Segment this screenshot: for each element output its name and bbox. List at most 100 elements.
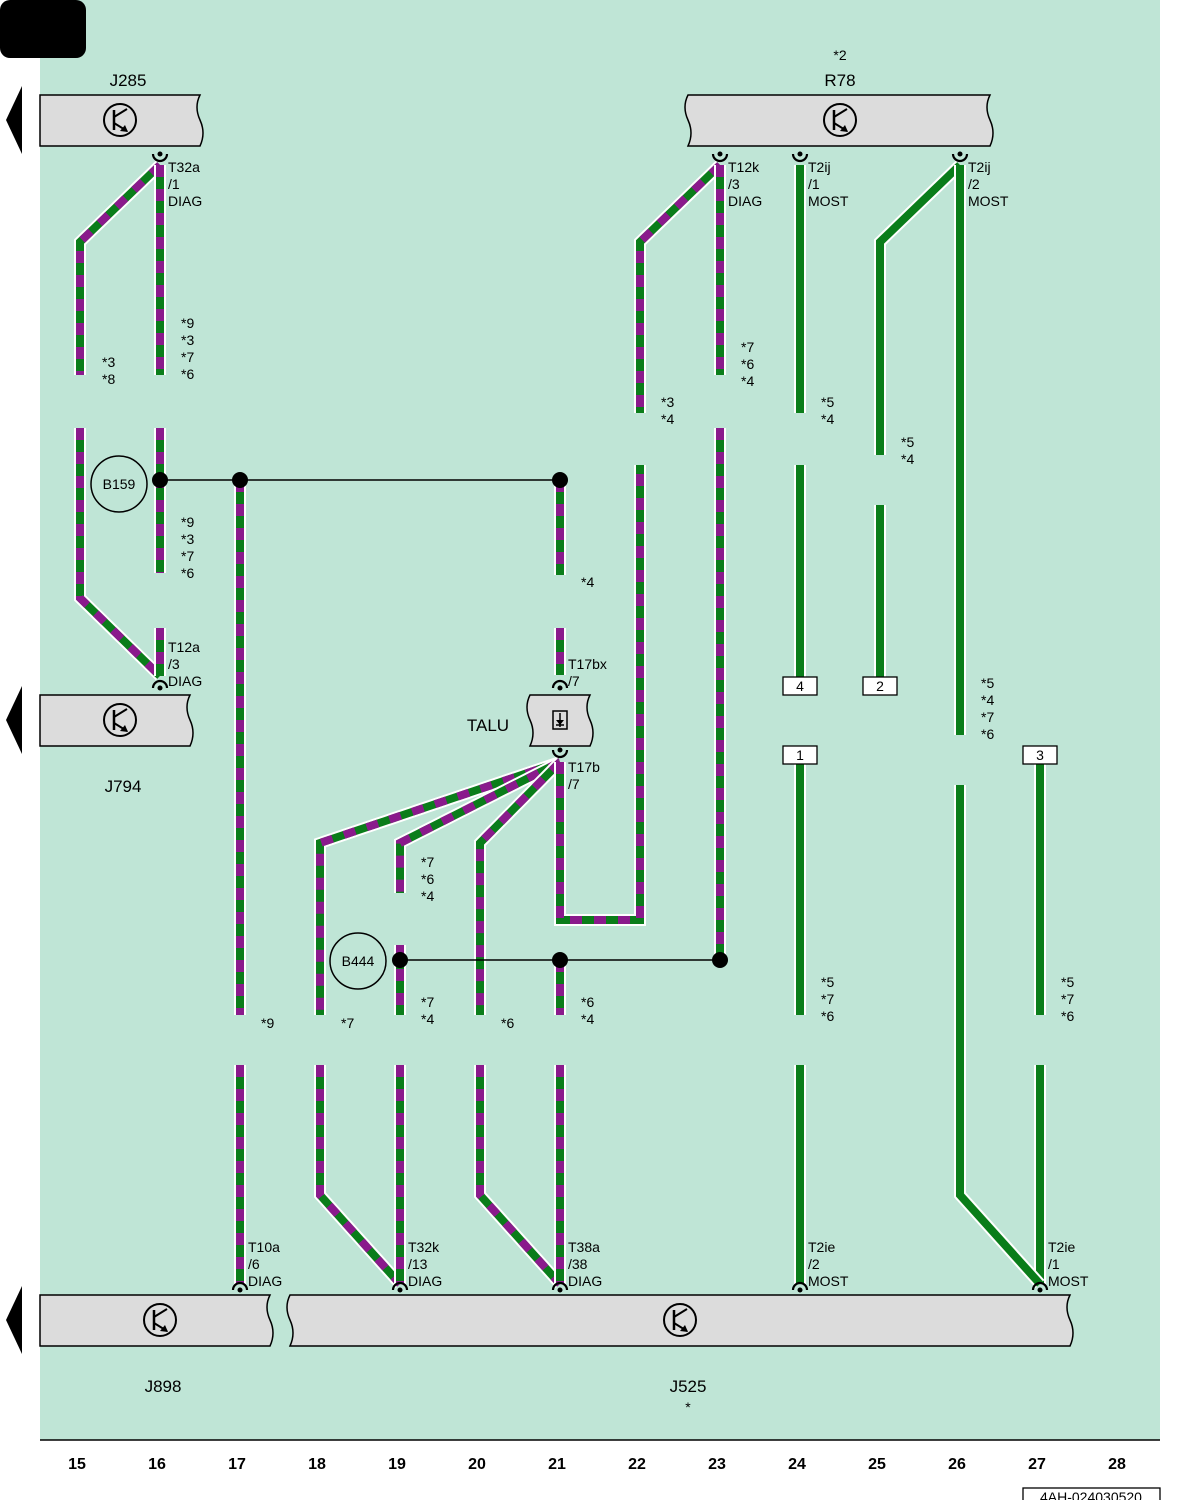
pin-box-4-label: 4	[796, 678, 804, 694]
connector-t12a: T12a /3 DIAG	[168, 639, 202, 689]
svg-text:T2ij: T2ij	[968, 159, 991, 175]
svg-text:/6: /6	[248, 1256, 260, 1272]
splice-b444: B444	[329, 932, 387, 990]
component-j525: J525 *	[286, 1294, 1074, 1415]
svg-text:/3: /3	[168, 656, 180, 672]
transistor-icon	[103, 703, 137, 737]
diagram-background	[40, 0, 1160, 1440]
variant-note-19b: *7*4	[421, 994, 434, 1027]
svg-text:/2: /2	[808, 1256, 820, 1272]
variant-note-21b: *6*4	[581, 994, 594, 1027]
splice-b159: B159	[90, 455, 148, 513]
wires-layer	[74, 160, 1046, 1289]
svg-text:*5: *5	[821, 394, 834, 410]
svg-text:DIAG: DIAG	[568, 1273, 602, 1289]
pin-box-3: 3	[1022, 745, 1058, 765]
plug-contact-icon	[391, 1281, 409, 1293]
svg-text:*3: *3	[181, 531, 194, 547]
connector-t2ij-1: T2ij /1 MOST	[808, 159, 849, 209]
variant-note-26: *5*4*7*6	[981, 675, 994, 742]
transistor-icon	[103, 103, 137, 137]
component-j794-name: J794	[105, 777, 142, 796]
svg-text:*9: *9	[181, 514, 194, 530]
svg-text:*5: *5	[901, 434, 914, 450]
pin-box-4: 4	[782, 676, 818, 696]
pin-box-2: 2	[862, 676, 898, 696]
svg-text:T17bx: T17bx	[568, 656, 607, 672]
splice-dot	[552, 952, 568, 968]
variant-note-15: *3*8	[102, 354, 115, 387]
column-number: 16	[148, 1456, 166, 1473]
svg-text:*4: *4	[821, 411, 834, 427]
component-talu-name: TALU	[467, 716, 509, 735]
variant-note-23: *7*6*4	[741, 339, 754, 389]
column-number: 26	[948, 1456, 966, 1473]
variant-note-22: *3*4	[661, 394, 674, 427]
svg-text:*7: *7	[1061, 991, 1074, 1007]
svg-text:/3: /3	[728, 176, 740, 192]
column-number: 19	[388, 1456, 406, 1473]
column-number: 21	[548, 1456, 566, 1473]
wire-18-19-bottom	[314, 1065, 405, 1289]
svg-text:*7: *7	[181, 349, 194, 365]
plug-contact-icon	[551, 679, 569, 691]
transistor-icon	[143, 1303, 177, 1337]
svg-text:*6: *6	[421, 871, 434, 887]
column-number: 24	[788, 1456, 806, 1473]
svg-text:*5: *5	[981, 675, 994, 691]
connector-t32a: T32a /1 DIAG	[168, 159, 202, 209]
column-number: 25	[868, 1456, 886, 1473]
component-r78: *2 R78	[684, 47, 994, 147]
splice-dot	[392, 952, 408, 968]
variant-note-19a: *7*6*4	[421, 854, 434, 904]
splice-dot	[552, 472, 568, 488]
svg-text:*3: *3	[102, 354, 115, 370]
plug-contact-icon	[151, 151, 169, 163]
column-number: 18	[308, 1456, 326, 1473]
variant-note-16b: *9*3*7*6	[181, 514, 194, 581]
svg-text:T2ij: T2ij	[808, 159, 831, 175]
svg-text:MOST: MOST	[1048, 1273, 1089, 1289]
column-number: 17	[228, 1456, 246, 1473]
svg-text:*4: *4	[741, 373, 754, 389]
svg-text:*7: *7	[421, 854, 434, 870]
variant-note-24b: *5*7*6	[821, 974, 834, 1024]
connector-t17bx: T17bx /7	[568, 656, 607, 689]
plug-contact-icon	[711, 151, 729, 163]
svg-text:*6: *6	[581, 994, 594, 1010]
variant-note-16a: *9*3*7*6	[181, 315, 194, 382]
svg-text:DIAG: DIAG	[728, 193, 762, 209]
corner-tab	[0, 0, 86, 58]
transistor-icon	[823, 103, 857, 137]
plug-contact-icon	[551, 1281, 569, 1293]
svg-text:*6: *6	[181, 366, 194, 382]
component-j898: J898	[39, 1294, 274, 1396]
svg-text:MOST: MOST	[968, 193, 1009, 209]
svg-text:T12a: T12a	[168, 639, 200, 655]
svg-text:*7: *7	[741, 339, 754, 355]
svg-text:MOST: MOST	[808, 193, 849, 209]
wire-25-top	[874, 160, 965, 455]
component-j285: J285	[39, 71, 204, 147]
splice-b444-label: B444	[342, 953, 375, 969]
splice-dot	[712, 952, 728, 968]
footer-code-box: 4AH-024030520	[1022, 1487, 1161, 1500]
svg-text:*7: *7	[821, 991, 834, 1007]
connector-t12k: T12k /3 DIAG	[728, 159, 762, 209]
svg-text:*7: *7	[421, 994, 434, 1010]
svg-text:*6: *6	[501, 1015, 514, 1031]
wire-15-top	[74, 160, 165, 375]
component-j525-note: *	[685, 1399, 691, 1415]
svg-text:T38a: T38a	[568, 1239, 600, 1255]
svg-text:*4: *4	[581, 1011, 594, 1027]
component-j794: J794	[39, 694, 194, 796]
column-number: 23	[708, 1456, 726, 1473]
plug-contact-icon	[231, 1281, 249, 1293]
connector-t10a: T10a /6 DIAG	[248, 1239, 282, 1289]
svg-text:*7: *7	[341, 1015, 354, 1031]
variant-note-25: *5*4	[901, 434, 914, 467]
svg-text:DIAG: DIAG	[168, 673, 202, 689]
transistor-icon	[663, 1303, 697, 1337]
svg-text:*7: *7	[981, 709, 994, 725]
svg-text:/7: /7	[568, 673, 580, 689]
